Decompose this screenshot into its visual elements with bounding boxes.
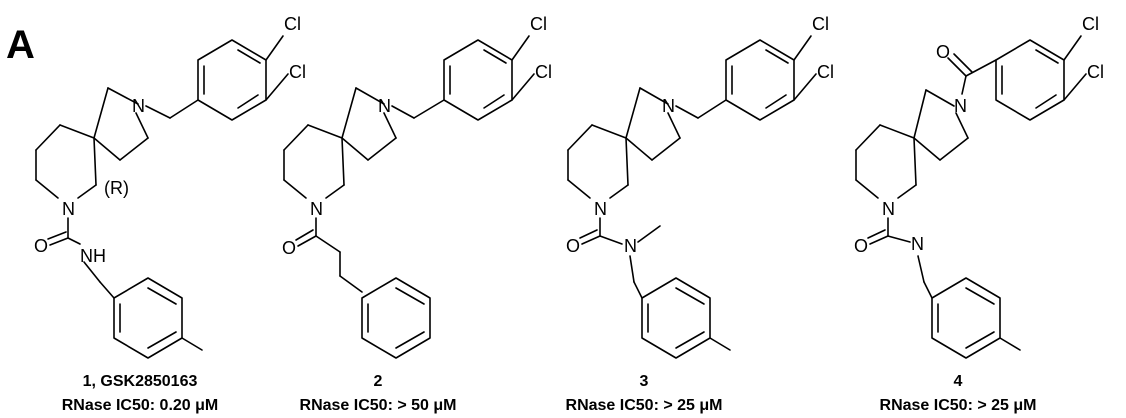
compound-3-title: 3: [640, 373, 649, 390]
chlorine-atom: Cl: [812, 14, 829, 34]
nitrogen-atom: N: [132, 96, 145, 116]
compound-2-activity: RNase IC50: > 50 μM: [300, 397, 457, 414]
nitrogen-atom: N: [911, 234, 924, 254]
oxygen-atom: O: [936, 42, 950, 62]
compound-2-title: 2: [374, 373, 383, 390]
nitrogen-atom: N: [882, 199, 895, 219]
nitrogen-atom: N: [310, 199, 323, 219]
chlorine-atom: Cl: [817, 62, 834, 82]
nitrogen-atom: N: [594, 199, 607, 219]
compound-1-structure: [35, 35, 289, 359]
oxygen-atom: O: [566, 236, 580, 256]
nitrogen-atom: N: [378, 96, 391, 116]
nitrogen-atom: N: [954, 96, 967, 116]
chlorine-atom: Cl: [535, 62, 552, 82]
oxygen-atom: O: [34, 236, 48, 256]
stereo-descriptor: (R): [104, 178, 129, 198]
compound-2-structure: [283, 35, 535, 359]
nitrogen-atom: N: [662, 96, 675, 116]
nh-group: NH: [80, 246, 106, 266]
compound-1-title: 1, GSK2850163: [83, 373, 198, 390]
chlorine-atom: Cl: [284, 14, 301, 34]
nitrogen-atom: N: [62, 199, 75, 219]
panel-label: A: [6, 23, 35, 67]
chlorine-atom: Cl: [1082, 14, 1099, 34]
compound-4-structure: [855, 35, 1087, 359]
compound-1-activity: RNase IC50: 0.20 μM: [62, 397, 219, 414]
oxygen-atom: O: [854, 236, 868, 256]
nitrogen-atom: N: [624, 236, 637, 256]
compound-3-activity: RNase IC50: > 25 μM: [566, 397, 723, 414]
oxygen-atom: O: [282, 238, 296, 258]
chlorine-atom: Cl: [1087, 62, 1104, 82]
compound-3-structure: [567, 35, 817, 359]
compound-4-title: 4: [954, 373, 963, 390]
compound-4-activity: RNase IC50: > 25 μM: [880, 397, 1037, 414]
chlorine-atom: Cl: [289, 62, 306, 82]
chlorine-atom: Cl: [530, 14, 547, 34]
